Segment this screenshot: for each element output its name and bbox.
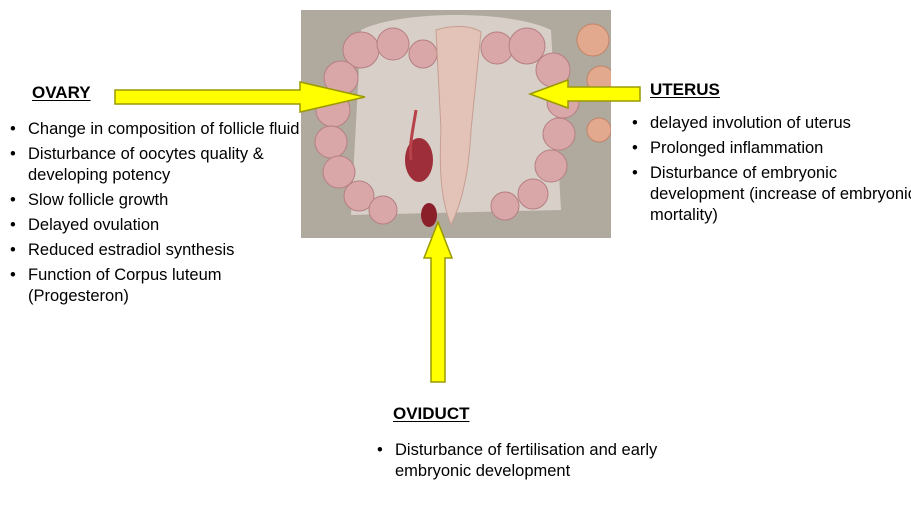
list-item: Delayed ovulation (6, 215, 306, 236)
ovary-heading: OVARY (32, 83, 91, 103)
list-item: delayed involution of uterus (628, 113, 911, 134)
oviduct-heading: OVIDUCT (393, 404, 470, 424)
reproductive-tract-photo (301, 10, 611, 238)
list-item: Slow follicle growth (6, 190, 306, 211)
list-item: Disturbance of fertilisation and early e… (373, 440, 663, 482)
list-item: Prolonged inflammation (628, 138, 911, 159)
uterus-heading: UTERUS (650, 80, 720, 100)
list-item: Reduced estradiol synthesis (6, 240, 306, 261)
list-item: Function of Corpus luteum (Progesteron) (6, 265, 306, 307)
list-item: Change in composition of follicle fluid (6, 119, 306, 140)
list-item: Disturbance of oocytes quality & develop… (6, 144, 306, 186)
oviduct-arrow (424, 222, 452, 382)
oviduct-effects-list: Disturbance of fertilisation and early e… (373, 440, 663, 486)
ovary-effects-list: Change in composition of follicle fluid … (6, 119, 306, 311)
uterus-effects-list: delayed involution of uterus Prolonged i… (628, 113, 911, 230)
list-item: Disturbance of embryonic development (in… (628, 163, 911, 226)
